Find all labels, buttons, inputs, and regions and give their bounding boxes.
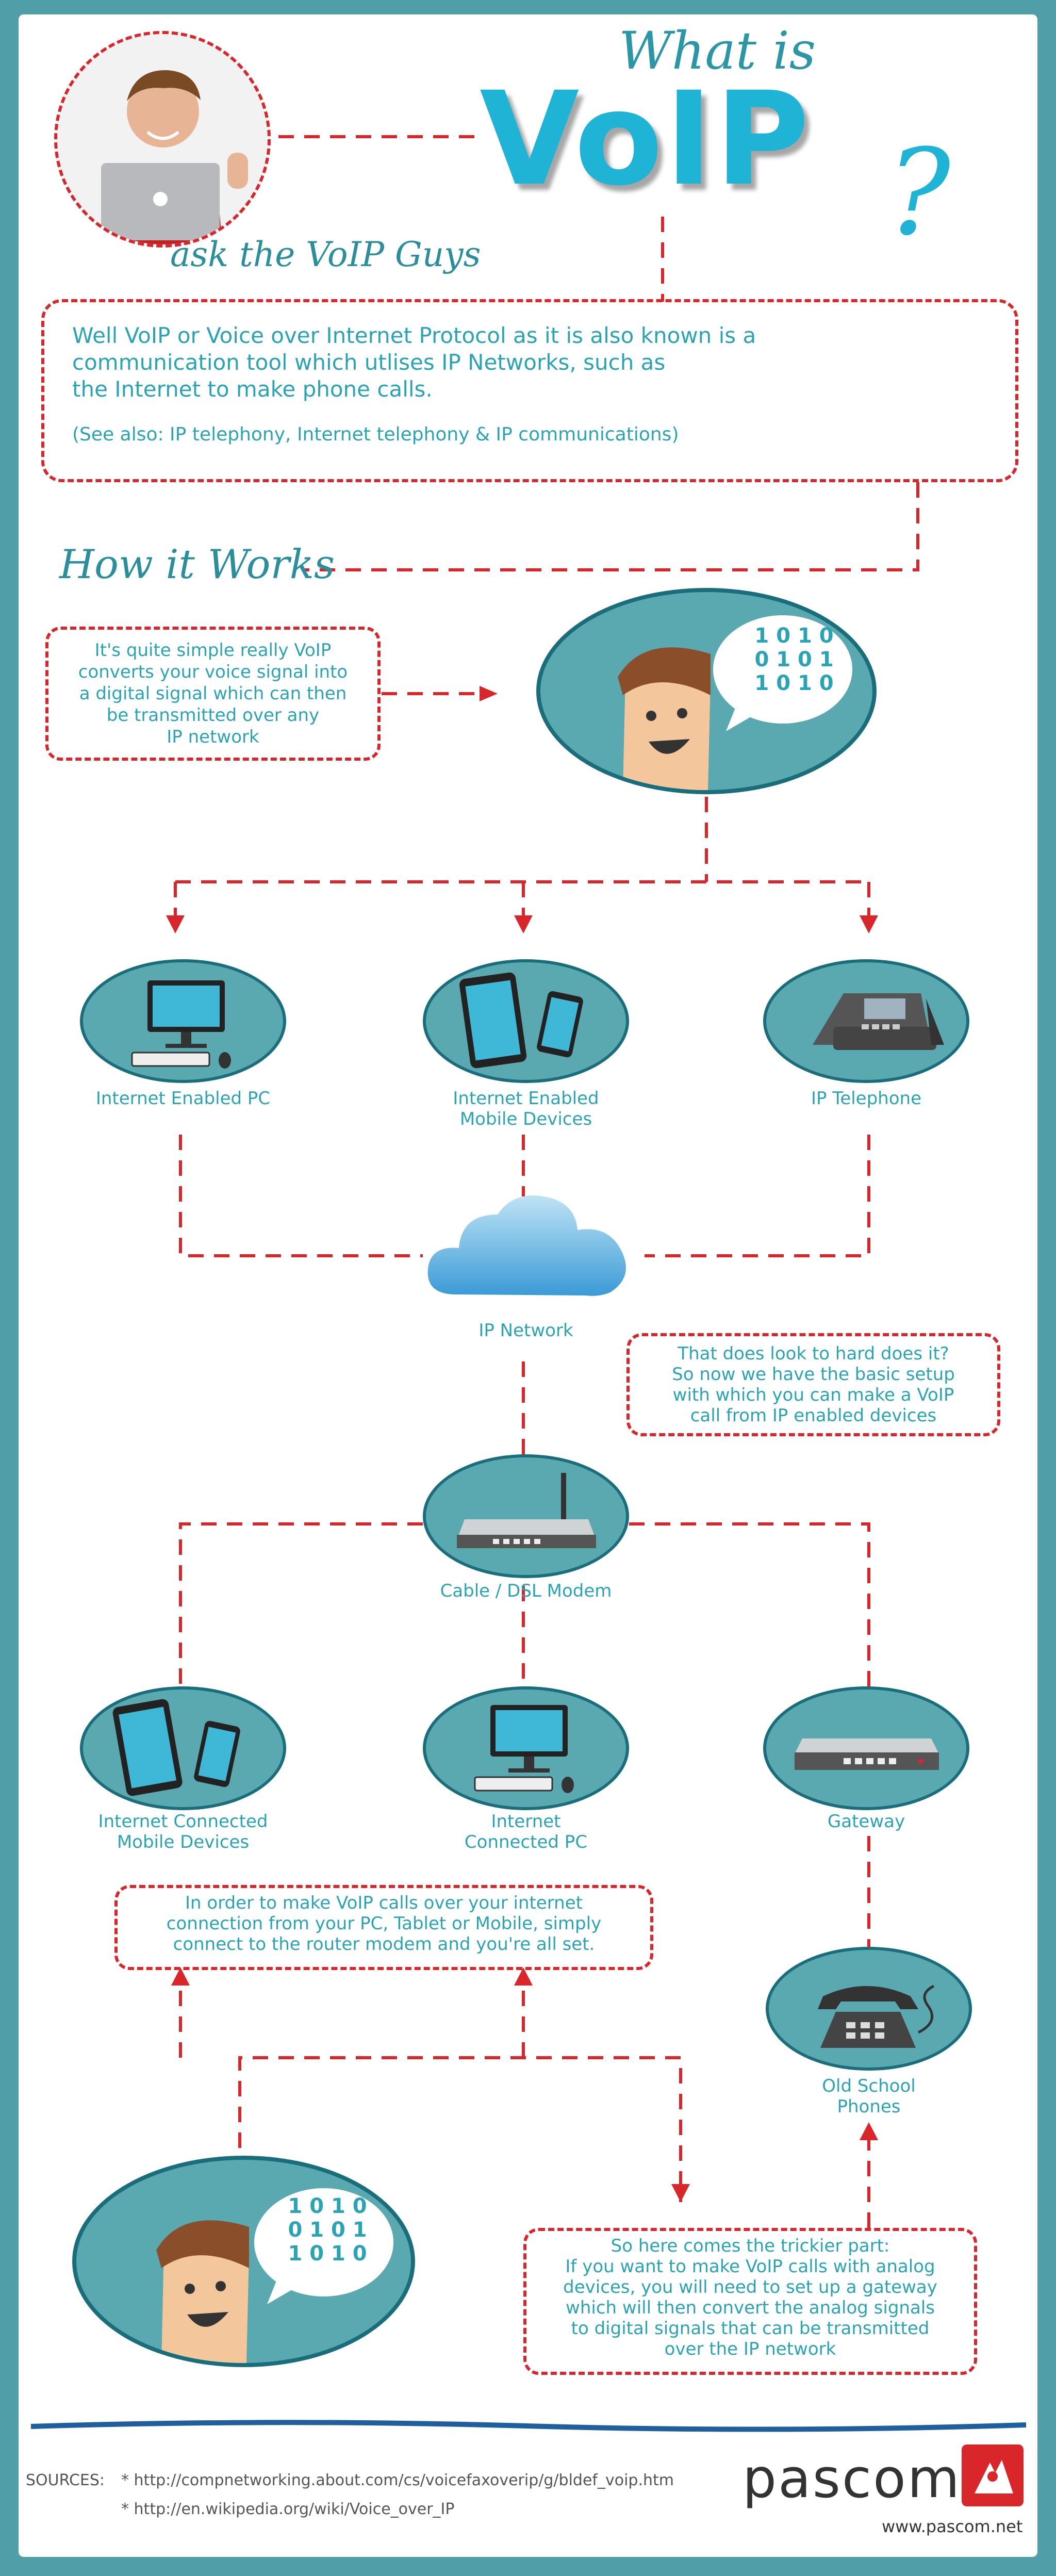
- label-internet-enabled-mobile: Internet Enabled Mobile Devices: [453, 1088, 599, 1129]
- binary-line: 1 0 1 0: [288, 2242, 367, 2266]
- binary-speech-bottom: 1 0 1 0 0 1 0 1 1 0 1 0: [271, 2194, 384, 2266]
- arrow-up-icon: [171, 1967, 190, 1986]
- tagline: ask the VoIP Guys: [170, 235, 481, 274]
- arrow-up-icon: [514, 1967, 533, 1986]
- connector-modem-to-gateway: [629, 1522, 870, 1686]
- connector-face-branch: [238, 2056, 682, 2202]
- label-gateway: Gateway: [827, 1811, 905, 1832]
- tricky-note-box: [523, 2228, 977, 2375]
- brand-name: pascom: [742, 2447, 962, 2510]
- device-circle-mobile: [423, 959, 629, 1083]
- mobile-devices-icon: [459, 972, 583, 1069]
- presenter-photo: [54, 31, 271, 248]
- label-ip-telephone: IP Telephone: [811, 1088, 921, 1109]
- label-old-school-phones: Old School Phones: [822, 2076, 916, 2117]
- network-note-box: [626, 1333, 1000, 1436]
- sources-label: SOURCES:: [26, 2471, 105, 2489]
- ip-telephone-icon: [813, 993, 944, 1050]
- connector-pc-to-cloud: [179, 1135, 423, 1257]
- device-circle-connected-mobile: [80, 1686, 286, 1810]
- device-circle-ip-telephone: [763, 959, 969, 1083]
- explain-bubble-text: It's quite simple really VoIP converts y…: [78, 640, 348, 747]
- speaker-face-illustration: [156, 2188, 393, 2363]
- network-note-text: That does look to hard does it? So now w…: [672, 1343, 955, 1426]
- speaker-face-illustration: [618, 615, 852, 790]
- label-cable-dsl-modem: Cable / DSL Modem: [440, 1581, 612, 1601]
- title-question-mark: ?: [887, 124, 951, 262]
- label-ip-network: IP Network: [478, 1320, 573, 1341]
- binary-line: 1 0 1 0: [754, 624, 834, 648]
- intro-see-also: (See also: IP telephony, Internet teleph…: [72, 424, 679, 445]
- device-circle-modem: [423, 1454, 629, 1578]
- connector-intro-to-howitworks: [304, 482, 919, 571]
- device-circle-gateway: [763, 1686, 969, 1810]
- router-note-text: In order to make VoIP calls over your in…: [166, 1893, 602, 1955]
- connector-phone-to-cloud: [645, 1135, 870, 1257]
- router-icon: [457, 1473, 596, 1548]
- speaker-face-circle: [536, 588, 877, 794]
- presenter-illustration: [57, 34, 268, 244]
- label-internet-connected-mobile: Internet Connected Mobile Devices: [98, 1811, 268, 1852]
- arrow-up-icon: [860, 2122, 878, 2140]
- binary-speech: 1 0 1 0 0 1 0 1 1 0 1 0: [737, 624, 851, 695]
- pascom-logo-icon: [962, 2444, 1024, 2506]
- desktop-pc-icon: [131, 980, 231, 1069]
- arrow-down-icon: [671, 2184, 690, 2202]
- brand-logo: [962, 2444, 1024, 2506]
- footer-divider: [31, 2420, 1026, 2432]
- binary-line: 0 1 0 1: [288, 2218, 367, 2242]
- intro-text: Well VoIP or Voice over Internet Protoco…: [72, 323, 756, 402]
- website-link[interactable]: www.pascom.net: [882, 2517, 1023, 2536]
- title-voip: VoIP: [480, 64, 812, 214]
- connector-modem-to-mobile: [179, 1522, 423, 1686]
- cloud-icon: [427, 1195, 626, 1296]
- how-it-works-heading: How it Works: [59, 542, 335, 588]
- arrow-down-icon: [166, 915, 185, 933]
- gateway-icon: [795, 1738, 939, 1770]
- source-link-2[interactable]: * http://en.wikipedia.org/wiki/Voice_ove…: [121, 2500, 455, 2518]
- label-internet-enabled-pc: Internet Enabled PC: [95, 1088, 271, 1109]
- device-circle-connected-pc: [423, 1686, 629, 1810]
- binary-line: 1 0 1 0: [754, 671, 834, 695]
- router-note-box: [114, 1885, 653, 1970]
- device-circle-old-phone: [766, 1947, 972, 2071]
- mobile-devices-icon: [112, 1699, 240, 1796]
- label-internet-connected-pc: Internet Connected PC: [464, 1811, 588, 1852]
- speaker-face-circle-bottom: [72, 2156, 415, 2367]
- arrow-down-icon: [860, 915, 878, 933]
- intro-box: [41, 299, 1018, 482]
- binary-line: 0 1 0 1: [754, 648, 834, 671]
- title-what-is: What is: [619, 21, 816, 81]
- source-link-1[interactable]: * http://compnetworking.about.com/cs/voi…: [121, 2471, 674, 2489]
- device-circle-pc: [80, 959, 286, 1083]
- explain-bubble: [45, 627, 381, 761]
- tricky-note-text: So here comes the trickier part: If you …: [563, 2236, 937, 2359]
- desktop-pc-icon: [474, 1705, 574, 1793]
- arrow-down-icon: [514, 915, 533, 933]
- rotary-phone-icon: [818, 1984, 935, 2048]
- binary-line: 1 0 1 0: [288, 2194, 367, 2218]
- arrow-right-icon: [480, 686, 498, 701]
